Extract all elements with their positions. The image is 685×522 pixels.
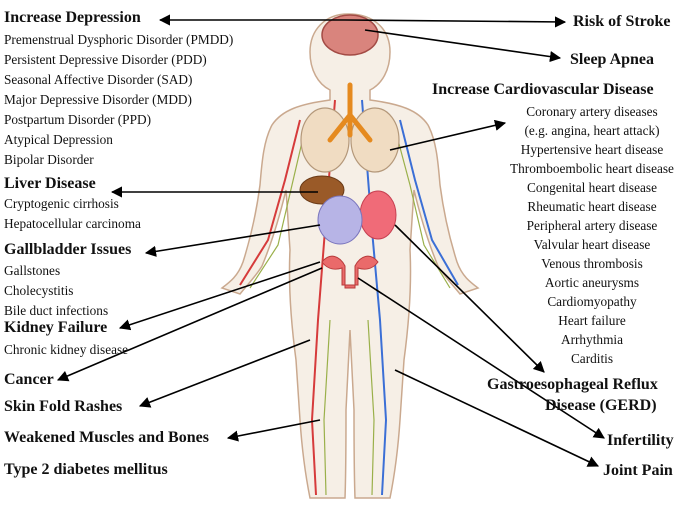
depression-item: Premenstrual Dysphoric Disorder (PMDD): [4, 32, 233, 48]
cardio-item: Valvular heart disease: [502, 237, 682, 253]
depression-item: Major Depressive Disorder (MDD): [4, 92, 233, 108]
cardio-item: Arrhythmia: [502, 332, 682, 348]
depression-list: Premenstrual Dysphoric Disorder (PMDD) P…: [4, 32, 233, 168]
depression-item: Seasonal Affective Disorder (SAD): [4, 72, 233, 88]
gallbladder-item: Cholecystitis: [4, 283, 108, 299]
liver-list: Cryptogenic cirrhosis Hepatocellular car…: [4, 196, 141, 232]
gerd-heading-line1: Gastroesophageal Reflux: [487, 375, 658, 394]
cardio-list: Coronary artery diseases (e.g. angina, h…: [502, 104, 682, 367]
kidney-list: Chronic kidney disease: [4, 342, 128, 358]
joint-pain-heading: Joint Pain: [603, 461, 673, 480]
depression-heading: Increase Depression: [4, 8, 141, 27]
infertility-heading: Infertility: [607, 431, 674, 450]
depression-item: Bipolar Disorder: [4, 152, 233, 168]
cardio-item: Aortic aneurysms: [502, 275, 682, 291]
arrow-skin: [140, 340, 310, 406]
liver-item: Hepatocellular carcinoma: [4, 216, 141, 232]
muscles-heading: Weakened Muscles and Bones: [4, 428, 209, 447]
cardio-item: Venous thrombosis: [502, 256, 682, 272]
cardio-item: Carditis: [502, 351, 682, 367]
liver-heading: Liver Disease: [4, 174, 96, 193]
intestines: [318, 196, 362, 244]
depression-item: Atypical Depression: [4, 132, 233, 148]
cardio-item: Coronary artery diseases: [502, 104, 682, 120]
liver-item: Cryptogenic cirrhosis: [4, 196, 141, 212]
depression-item: Persistent Depressive Disorder (PDD): [4, 52, 233, 68]
cardio-item: Peripheral artery disease: [502, 218, 682, 234]
cardio-item: Heart failure: [502, 313, 682, 329]
gerd-heading-line2: Disease (GERD): [545, 396, 657, 415]
skin-heading: Skin Fold Rashes: [4, 397, 122, 416]
gallbladder-list: Gallstones Cholecystitis Bile duct infec…: [4, 263, 108, 319]
sleep-apnea-heading: Sleep Apnea: [570, 50, 654, 69]
cardio-item: Congenital heart disease: [502, 180, 682, 196]
gallbladder-item: Bile duct infections: [4, 303, 108, 319]
stroke-heading: Risk of Stroke: [573, 12, 671, 31]
diabetes-heading: Type 2 diabetes mellitus: [4, 460, 168, 479]
arrow-sleep-apnea: [365, 30, 560, 58]
stomach: [360, 191, 396, 239]
gallbladder-item: Gallstones: [4, 263, 108, 279]
gallbladder-heading: Gallbladder Issues: [4, 240, 131, 259]
cardio-item: Cardiomyopathy: [502, 294, 682, 310]
cancer-heading: Cancer: [4, 370, 54, 389]
cardio-item: (e.g. angina, heart attack): [502, 123, 682, 139]
arrow-stroke: [345, 20, 565, 22]
cardio-heading: Increase Cardiovascular Disease: [432, 80, 654, 99]
kidney-item: Chronic kidney disease: [4, 342, 128, 358]
kidney-heading: Kidney Failure: [4, 318, 107, 337]
depression-item: Postpartum Disorder (PPD): [4, 112, 233, 128]
cardio-item: Rheumatic heart disease: [502, 199, 682, 215]
cardio-item: Hypertensive heart disease: [502, 142, 682, 158]
cardio-item: Thromboembolic heart disease: [502, 161, 682, 177]
